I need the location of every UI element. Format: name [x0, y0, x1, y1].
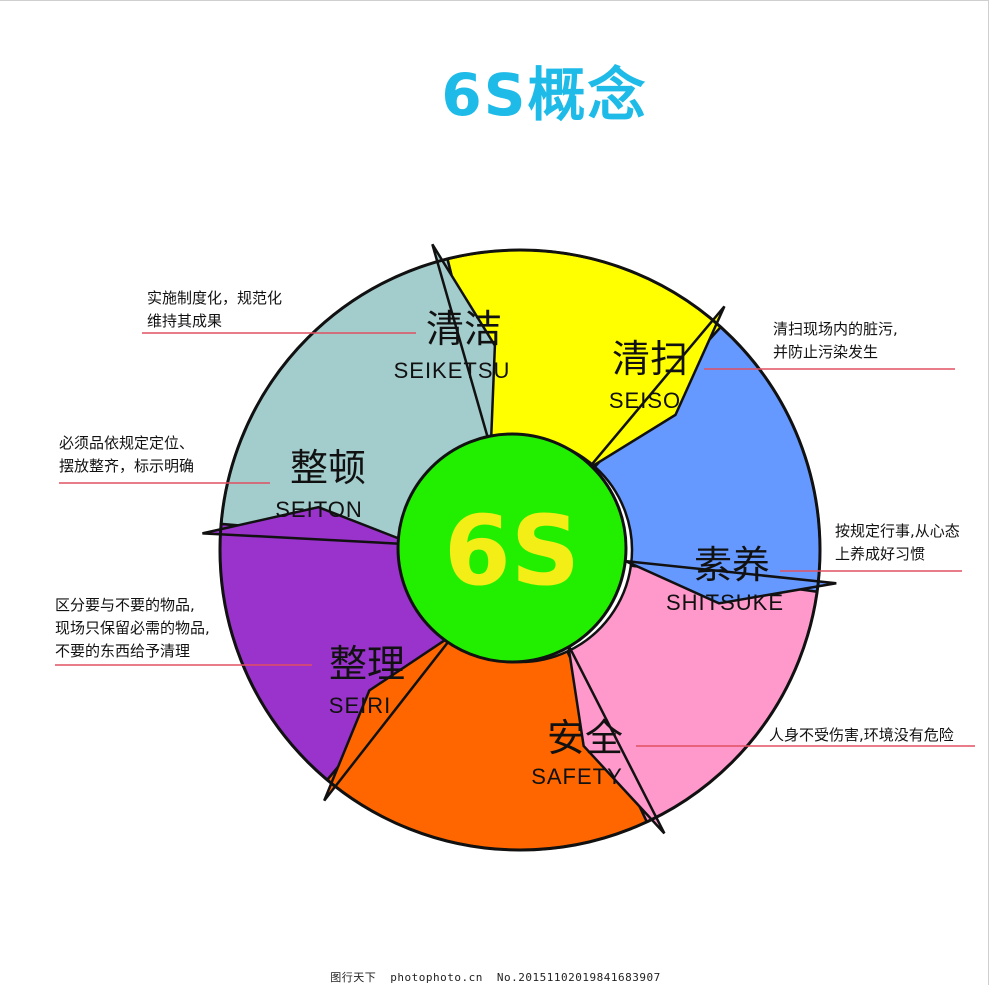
footer-url: photophoto.cn [390, 971, 483, 984]
note-line: 不要的东西给予清理 [55, 642, 191, 660]
note-seiri: 区分要与不要的物品, 现场只保留必需的物品, 不要的东西给予清理 [55, 594, 210, 663]
arrow-head-seiketsu [587, 305, 726, 470]
segment-seiton-en: SEITON [275, 497, 363, 522]
note-line: 清扫现场内的脏污, [773, 320, 898, 338]
arrow-head-seiso [624, 559, 837, 605]
segment-seiso-en: SEISO [609, 388, 681, 413]
note-line: 区分要与不要的物品, [55, 596, 195, 614]
note-line: 上养成好习惯 [835, 545, 926, 563]
segment-seiri-en: SEIRI [329, 693, 391, 718]
note-safety: 人身不受伤害,环境没有危险 [769, 724, 954, 747]
arrow-head-shitsuke [566, 643, 666, 835]
note-seiso: 清扫现场内的脏污, 并防止污染发生 [773, 318, 898, 364]
segment-shitsuke-cn: 素养 [694, 543, 770, 587]
segment-seiton-cn: 整顿 [290, 446, 366, 490]
leader-lines [55, 332, 975, 747]
center-circle [396, 432, 628, 664]
note-line: 人身不受伤害,环境没有危险 [769, 726, 954, 744]
note-shitsuke: 按规定行事,从心态 上养成好习惯 [835, 520, 960, 566]
segment-safety-en: SAFETY [531, 764, 623, 789]
page-title: 6S概念 [441, 61, 648, 129]
note-seiketsu: 实施制度化，规范化 维持其成果 [147, 287, 282, 333]
center-label: 6S [444, 495, 580, 607]
note-line: 必须品依规定定位、 [59, 434, 195, 452]
arrow-head-safety [323, 632, 456, 802]
note-line: 实施制度化，规范化 [147, 289, 283, 307]
footer-site: 图行天下 [330, 971, 377, 984]
note-line: 摆放整齐，标示明确 [59, 457, 195, 475]
arrow-head-seiri [202, 505, 415, 546]
outer-ring-outline [218, 248, 822, 852]
note-line: 按规定行事,从心态 [835, 522, 960, 540]
footer-number: No.20151102019841683907 [496, 971, 661, 984]
segment-seiri-cn: 整理 [329, 642, 405, 686]
segment-safety-cn: 安全 [547, 716, 623, 760]
segment-seiketsu-cn: 清洁 [426, 307, 502, 351]
watermark-footer: 图行天下 photophoto.cn No.20151102019841683907 [0, 969, 991, 985]
note-line: 并防止污染发生 [773, 343, 879, 361]
cycle-arrows [202, 243, 837, 835]
segment-shitsuke-en: SHITSUKE [666, 590, 784, 615]
note-seiton: 必须品依规定定位、 摆放整齐，标示明确 [59, 432, 194, 478]
note-line: 现场只保留必需的物品, [55, 619, 210, 637]
segment-seiso-cn: 清扫 [612, 337, 688, 381]
segment-seiketsu-en: SEIKETSU [394, 358, 511, 383]
segment-labels: 清洁 SEIKETSU 清扫 SEISO 素养 SHITSUKE 安全 SAFE… [275, 307, 784, 789]
arrow-head-seiton [431, 243, 497, 449]
note-line: 维持其成果 [147, 312, 223, 330]
